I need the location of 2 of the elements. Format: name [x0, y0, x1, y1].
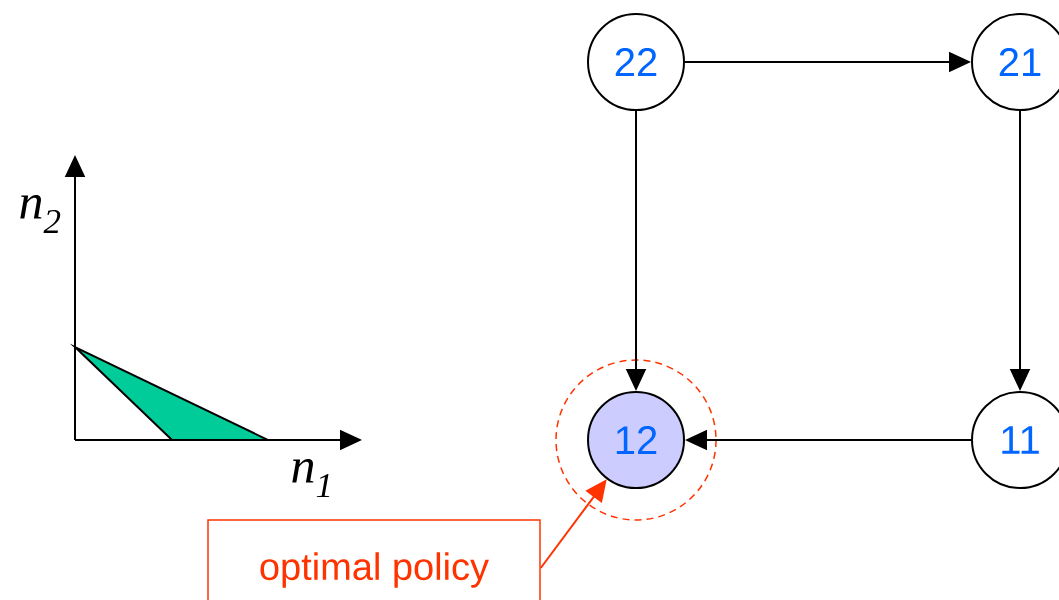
- axis-label: n$_{2}$: [20, 194, 61, 234]
- callout-box: optimal policy: [207, 519, 541, 600]
